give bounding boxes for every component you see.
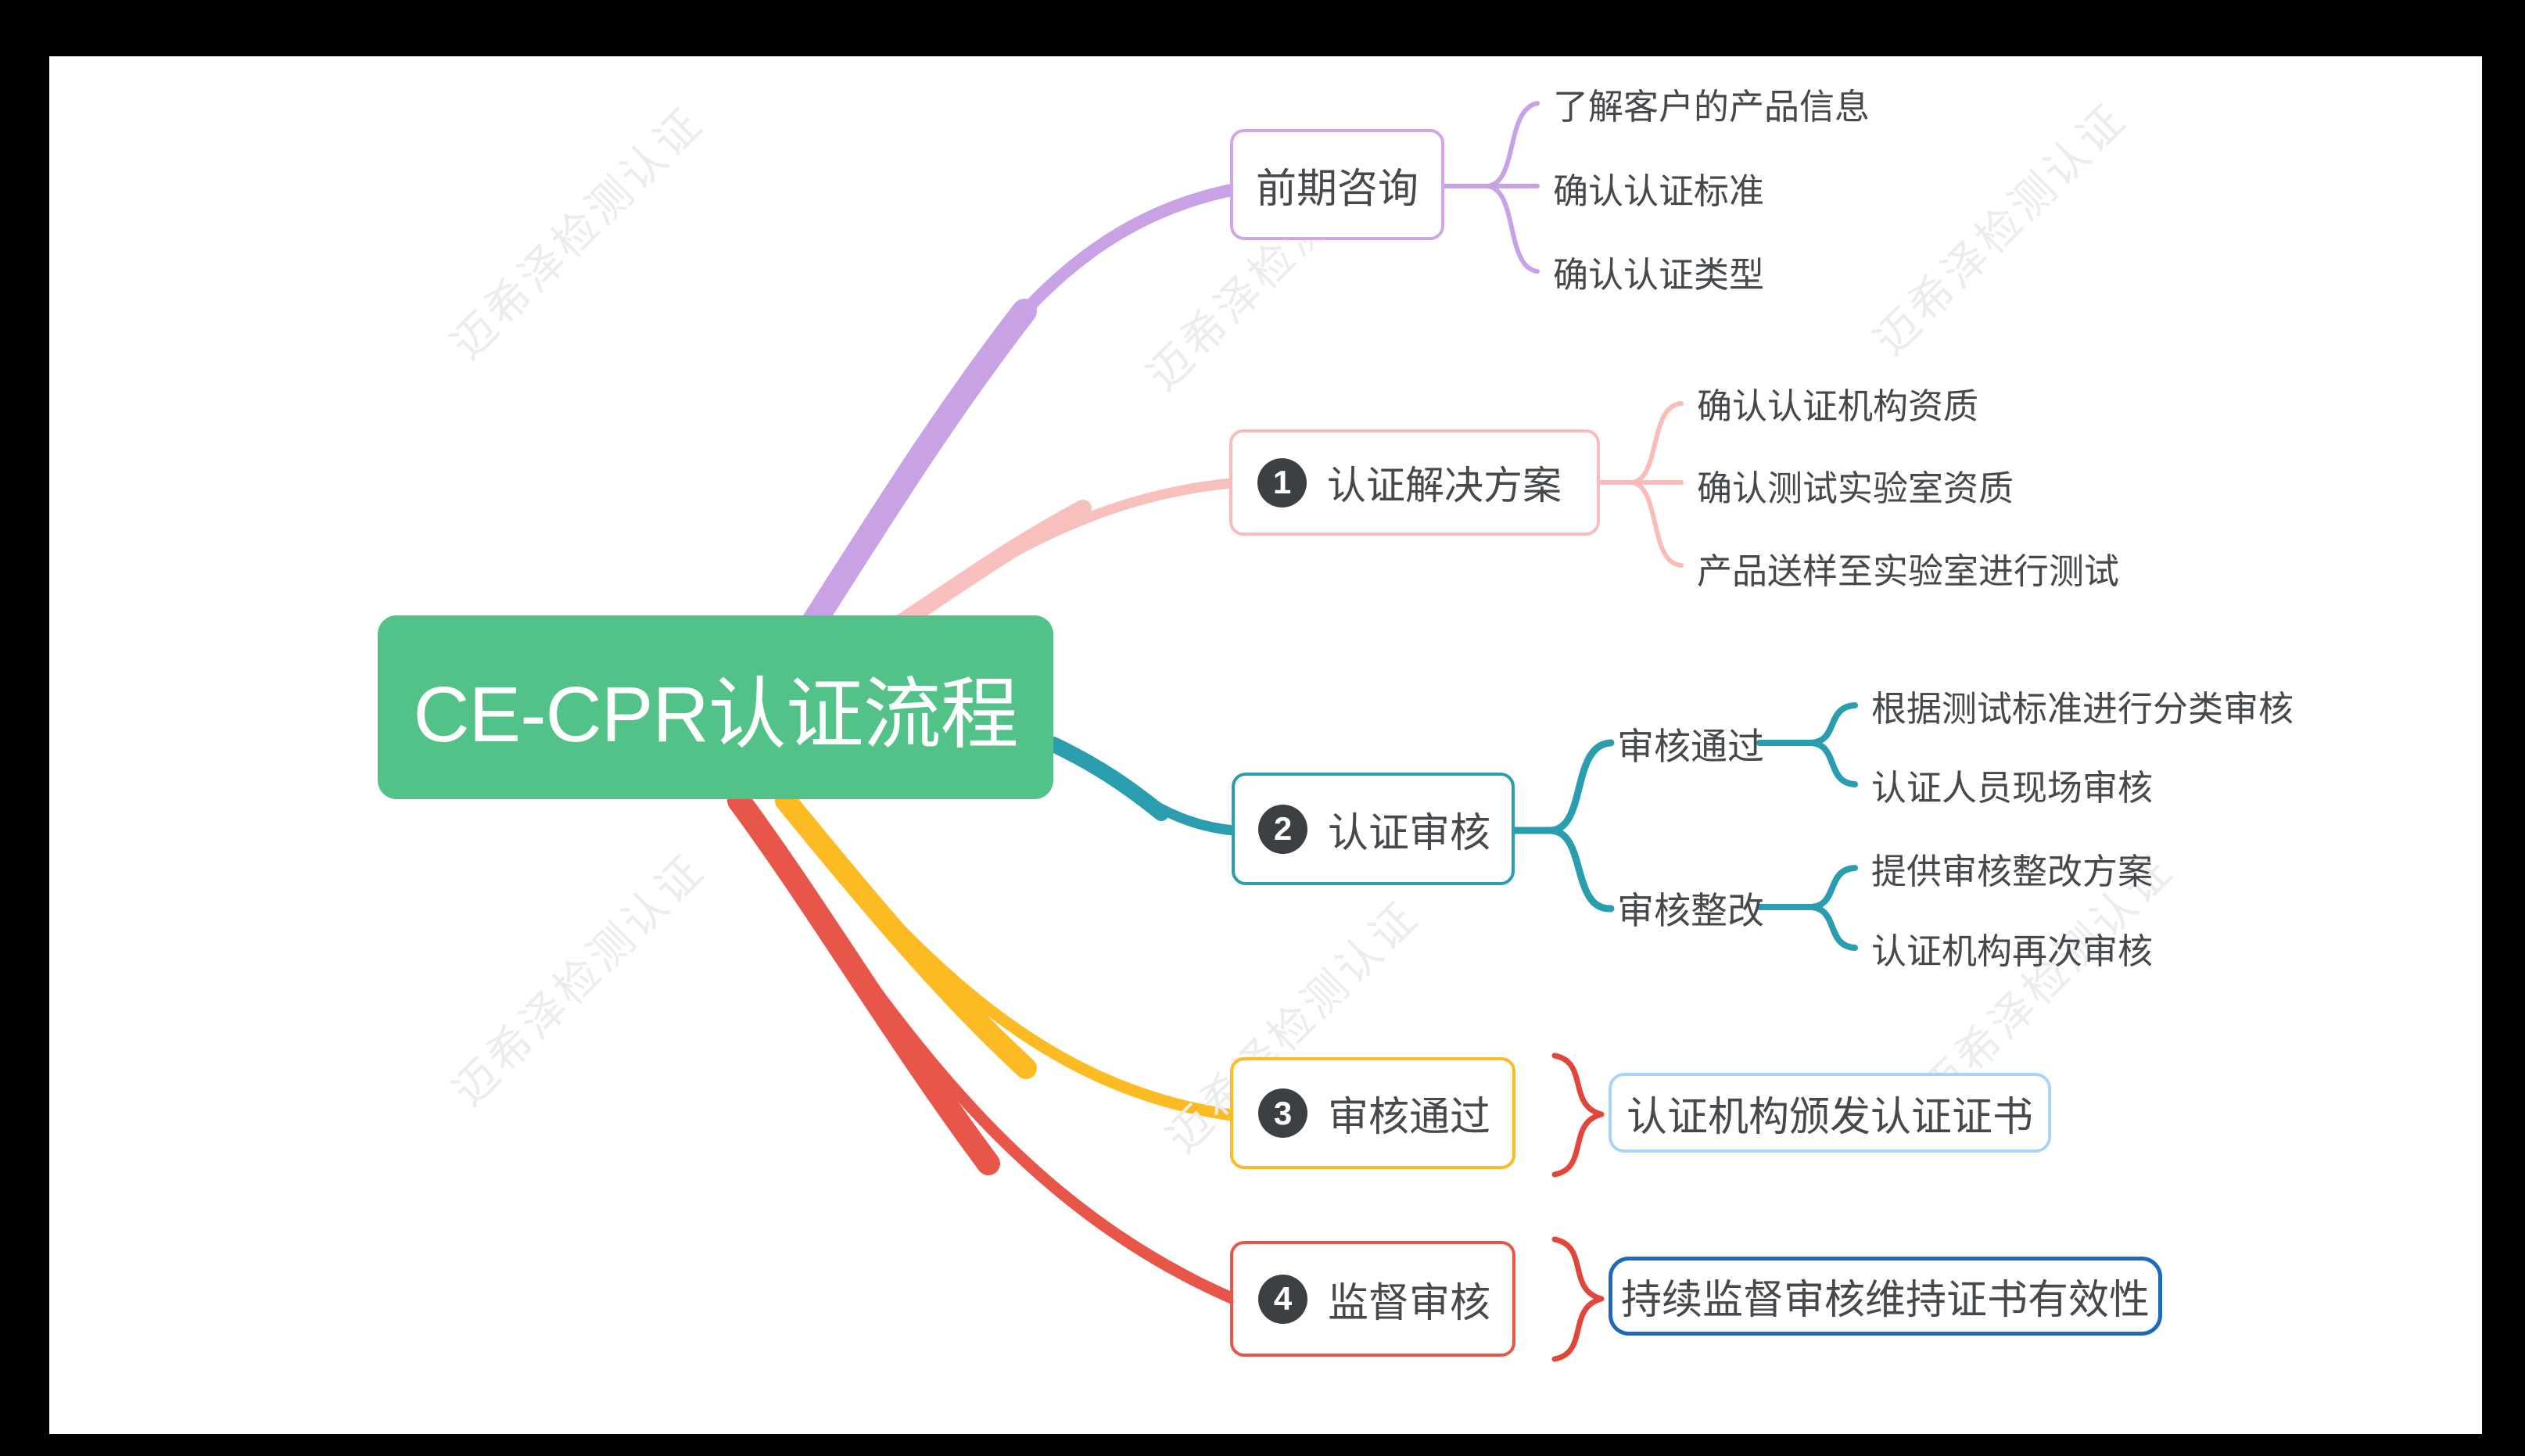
- subtopic-audit-rectify[interactable]: 审核整改: [1617, 889, 1764, 931]
- leaf-consult-2[interactable]: 确认认证标准: [1553, 170, 1765, 211]
- leaf-solution-2[interactable]: 确认测试实验室资质: [1697, 468, 2014, 508]
- leaf-audit-rectify-1[interactable]: 提供审核整改方案: [1871, 851, 2154, 891]
- leaf-solution-1[interactable]: 确认认证机构资质: [1697, 386, 1979, 426]
- step-3-badge: 3: [1258, 1088, 1307, 1138]
- result-certificate-issued[interactable]: 认证机构颁发认证证书: [1609, 1073, 2051, 1153]
- leaf-audit-pass-2[interactable]: 认证人员现场审核: [1871, 767, 2154, 808]
- leaf-audit-rectify-2[interactable]: 认证机构再次审核: [1871, 931, 2154, 971]
- leaf-consult-3[interactable]: 确认认证类型: [1553, 254, 1765, 295]
- root-topic[interactable]: CE-CPR认证流程: [378, 615, 1053, 799]
- leaf-audit-pass-1[interactable]: 根据测试标准进行分类审核: [1871, 688, 2294, 729]
- topic-consult-label: 前期咨询: [1255, 166, 1419, 212]
- leaf-solution-3[interactable]: 产品送样至实验室进行测试: [1697, 550, 2120, 591]
- result-certificate-validity[interactable]: 持续监督审核维持证书有效性: [1609, 1257, 2162, 1336]
- topic-solution-label: 认证解决方案: [1327, 464, 1562, 507]
- topic-supervise-label: 监督审核: [1328, 1280, 1491, 1326]
- topic-solution[interactable]: 1 认证解决方案: [1229, 429, 1600, 536]
- topic-audit[interactable]: 2 认证审核: [1232, 773, 1515, 885]
- step-4-badge: 4: [1258, 1274, 1307, 1324]
- topic-pass-label: 审核通过: [1328, 1095, 1491, 1140]
- topic-supervise[interactable]: 4 监督审核: [1230, 1241, 1515, 1357]
- step-1-badge: 1: [1257, 457, 1307, 507]
- leaf-consult-1[interactable]: 了解客户的产品信息: [1553, 86, 1870, 127]
- topic-consult[interactable]: 前期咨询: [1230, 129, 1444, 240]
- topic-pass[interactable]: 3 审核通过: [1230, 1057, 1515, 1169]
- subtopic-audit-pass[interactable]: 审核通过: [1617, 725, 1764, 767]
- topic-audit-label: 认证审核: [1328, 810, 1491, 856]
- step-2-badge: 2: [1258, 804, 1307, 854]
